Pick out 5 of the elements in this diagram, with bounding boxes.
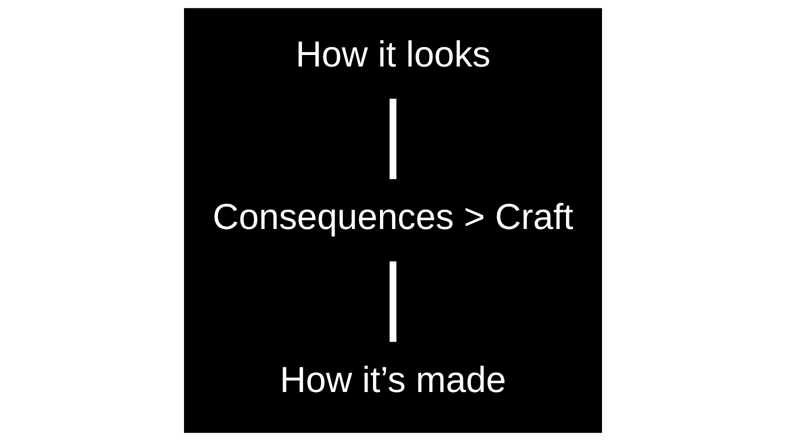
connector (389, 98, 396, 180)
node-text: Consequences > Craft (212, 196, 573, 238)
connector (389, 261, 396, 342)
node-text: How it’s made (279, 358, 506, 400)
node-text: How it looks (295, 33, 490, 74)
